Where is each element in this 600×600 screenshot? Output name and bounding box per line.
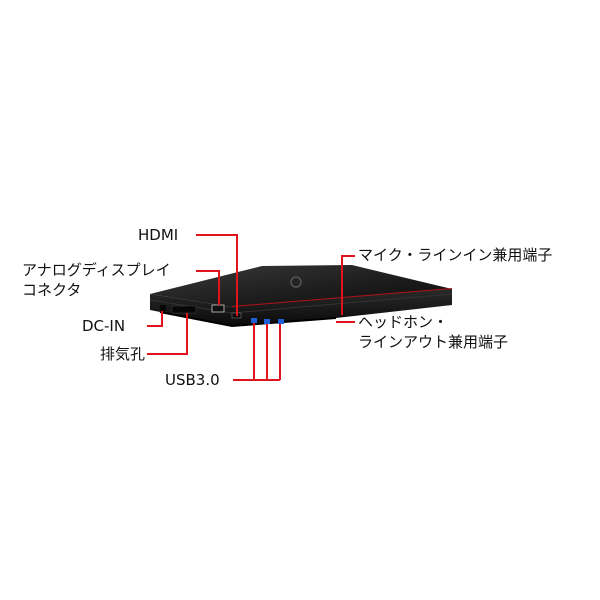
exhaust-label: 排気孔 [100, 345, 146, 363]
headphone-label-line2: ラインアウト兼用端子 [358, 333, 509, 351]
analog-display-label-line1: アナログディスプレイ [22, 261, 171, 279]
analog-display-label-line2: コネクタ [22, 281, 82, 299]
laptop-lid [150, 265, 452, 307]
hdmi-label: HDMI [138, 226, 179, 244]
hdmi-callout-line [196, 234, 238, 316]
dc-in-callout-line [147, 311, 163, 327]
usb-port [278, 319, 284, 324]
analog-display-callout-line [196, 270, 220, 305]
exhaust-vent [171, 305, 197, 314]
usb-port [264, 319, 270, 324]
dc-in-label: DC-IN [82, 317, 126, 335]
usb-port [251, 318, 257, 323]
headphone-label-line1: ヘッドホン・ [358, 313, 449, 331]
logo-mark [290, 276, 302, 288]
dc-in-port [160, 305, 166, 311]
usb-label: USB3.0 [165, 371, 220, 389]
exhaust-callout-line [147, 313, 188, 355]
mic-callout-line [341, 255, 355, 315]
mic-linein-label: マイク・ラインイン兼用端子 [358, 246, 553, 264]
vga-port [211, 304, 225, 313]
